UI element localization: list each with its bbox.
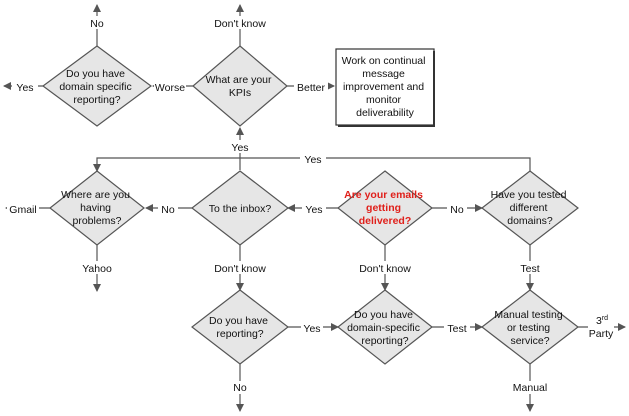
label-yes-inbox: Yes <box>305 204 322 216</box>
label-backgrounds <box>7 16 614 394</box>
text-kpis: What are your KPIs <box>206 74 275 99</box>
label-manual: Manual <box>513 382 547 394</box>
label-yes-left-top: Yes <box>16 82 33 94</box>
label-better: Better <box>297 82 326 94</box>
text-work-box: Work on continual message improvement an… <box>342 55 429 119</box>
text-manual-testing: Manual testing or testing service? <box>494 309 565 347</box>
label-yes-loop: Yes <box>304 154 321 166</box>
text-domain-reporting-top: Do you have domain specific reporting? <box>59 68 134 106</box>
label-test-bottom: Test <box>447 323 466 335</box>
text-to-inbox: To the inbox? <box>209 203 272 215</box>
diamond-tested-domains <box>481 170 579 246</box>
label-no-top: No <box>90 18 104 30</box>
label-no-bottom: No <box>233 382 247 394</box>
diamond-where-problems <box>49 170 145 246</box>
label-yes-upper: Yes <box>231 142 248 154</box>
label-third-party-word: Party <box>589 328 614 340</box>
label-yahoo: Yahoo <box>82 263 112 275</box>
edge-labels: No Don't know Yes Worse Better Yes Yes G… <box>9 18 614 394</box>
text-emails-delivered: Are your emails getting delivered? <box>344 189 426 227</box>
label-yes-reporting: Yes <box>303 323 320 335</box>
label-dont-know-delivered: Don't know <box>359 263 411 275</box>
label-no-where: No <box>161 204 175 216</box>
text-where-problems: Where are you having problems? <box>61 189 133 227</box>
shapes <box>41 45 579 365</box>
diamond-kpis <box>192 45 288 127</box>
label-third-party-num: 3rd <box>596 315 608 327</box>
label-test: Test <box>520 263 539 275</box>
text-domain-specific: Do you have domain-specific reporting? <box>347 309 423 347</box>
diamond-domain-specific <box>337 289 433 365</box>
text-have-reporting: Do you have reporting? <box>209 315 271 340</box>
diamond-have-reporting <box>191 289 289 365</box>
label-dont-know-inbox: Don't know <box>214 263 266 275</box>
label-worse: Worse <box>155 82 185 94</box>
diamond-to-inbox <box>191 170 289 246</box>
text-tested-domains: Have you tested different domains? <box>491 189 570 227</box>
label-no-tested: No <box>450 204 464 216</box>
diamond-emails-delivered <box>337 170 433 246</box>
label-dont-know-top: Don't know <box>214 18 266 30</box>
diamond-domain-reporting-top <box>41 45 153 127</box>
diamond-manual-testing <box>481 289 579 365</box>
label-gmail: Gmail <box>9 204 36 216</box>
